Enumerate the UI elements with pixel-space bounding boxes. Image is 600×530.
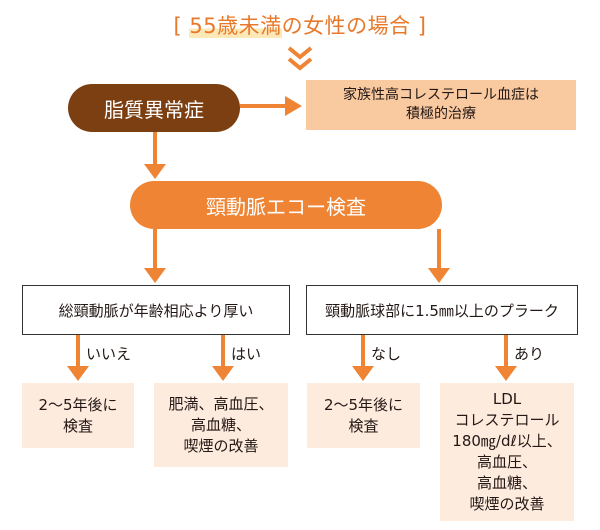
- node-dyslipidemia-label: 脂質異常症: [104, 97, 204, 122]
- branch-label-no: いいえ: [86, 345, 132, 363]
- question-thickness: 総頸動脈が年齢相応より厚い: [22, 285, 290, 335]
- question-plaque-label: 頸動脈球部に1.5㎜以上のプラーク: [325, 301, 559, 320]
- question-thickness-label: 総頸動脈が年齢相応より厚い: [58, 301, 254, 320]
- arrowhead-icon: [144, 268, 166, 283]
- arrowhead-icon: [352, 366, 374, 381]
- arrowhead-icon: [67, 366, 89, 381]
- branch-label-none: なし: [371, 345, 402, 363]
- node-familial-note: 家族性高コレステロール血症は 積極的治療: [306, 80, 576, 130]
- page-title: [ 55歳未満の女性の場合 ]: [0, 10, 600, 40]
- node-familial-note-label: 家族性高コレステロール血症は 積極的治療: [343, 87, 539, 122]
- arrowhead-icon: [495, 366, 517, 381]
- node-dyslipidemia: 脂質異常症: [68, 84, 240, 132]
- arrowhead-icon: [144, 164, 166, 179]
- result-plaque-none: 2～5年後に 検査: [307, 383, 420, 448]
- double-chevron-down-icon: [287, 46, 313, 71]
- result-plaque-present: LDL コレステロール 180㎎/dℓ以上、 高血圧、 高血糖、 喫煙の改善: [440, 383, 574, 521]
- arrowhead-icon: [428, 268, 450, 283]
- result-plaque-present-label: LDL コレステロール 180㎎/dℓ以上、 高血圧、 高血糖、 喫煙の改善: [452, 390, 562, 513]
- arrowhead-icon: [285, 96, 302, 116]
- node-echo-exam: 頸動脈エコー検査: [130, 181, 442, 229]
- result-thickness-yes-label: 肥満、高血圧、 高血糖、 喫煙の改善: [168, 394, 274, 455]
- result-plaque-none-label: 2～5年後に 検査: [323, 395, 404, 435]
- title-bracket-close: ]: [410, 14, 427, 38]
- question-plaque: 頸動脈球部に1.5㎜以上のプラーク: [306, 285, 578, 335]
- result-thickness-yes: 肥満、高血圧、 高血糖、 喫煙の改善: [154, 383, 288, 467]
- branch-label-present: あり: [514, 345, 545, 363]
- result-thickness-no: 2～5年後に 検査: [22, 383, 134, 448]
- title-bracket-open: [: [173, 14, 190, 38]
- title-highlight: 55歳未満: [189, 14, 282, 38]
- branch-label-yes: はい: [231, 345, 262, 363]
- arrowhead-icon: [212, 366, 234, 381]
- node-echo-exam-label: 頸動脈エコー検査: [206, 194, 366, 219]
- result-thickness-no-label: 2～5年後に 検査: [38, 395, 118, 435]
- title-rest: の女性の場合: [281, 14, 411, 38]
